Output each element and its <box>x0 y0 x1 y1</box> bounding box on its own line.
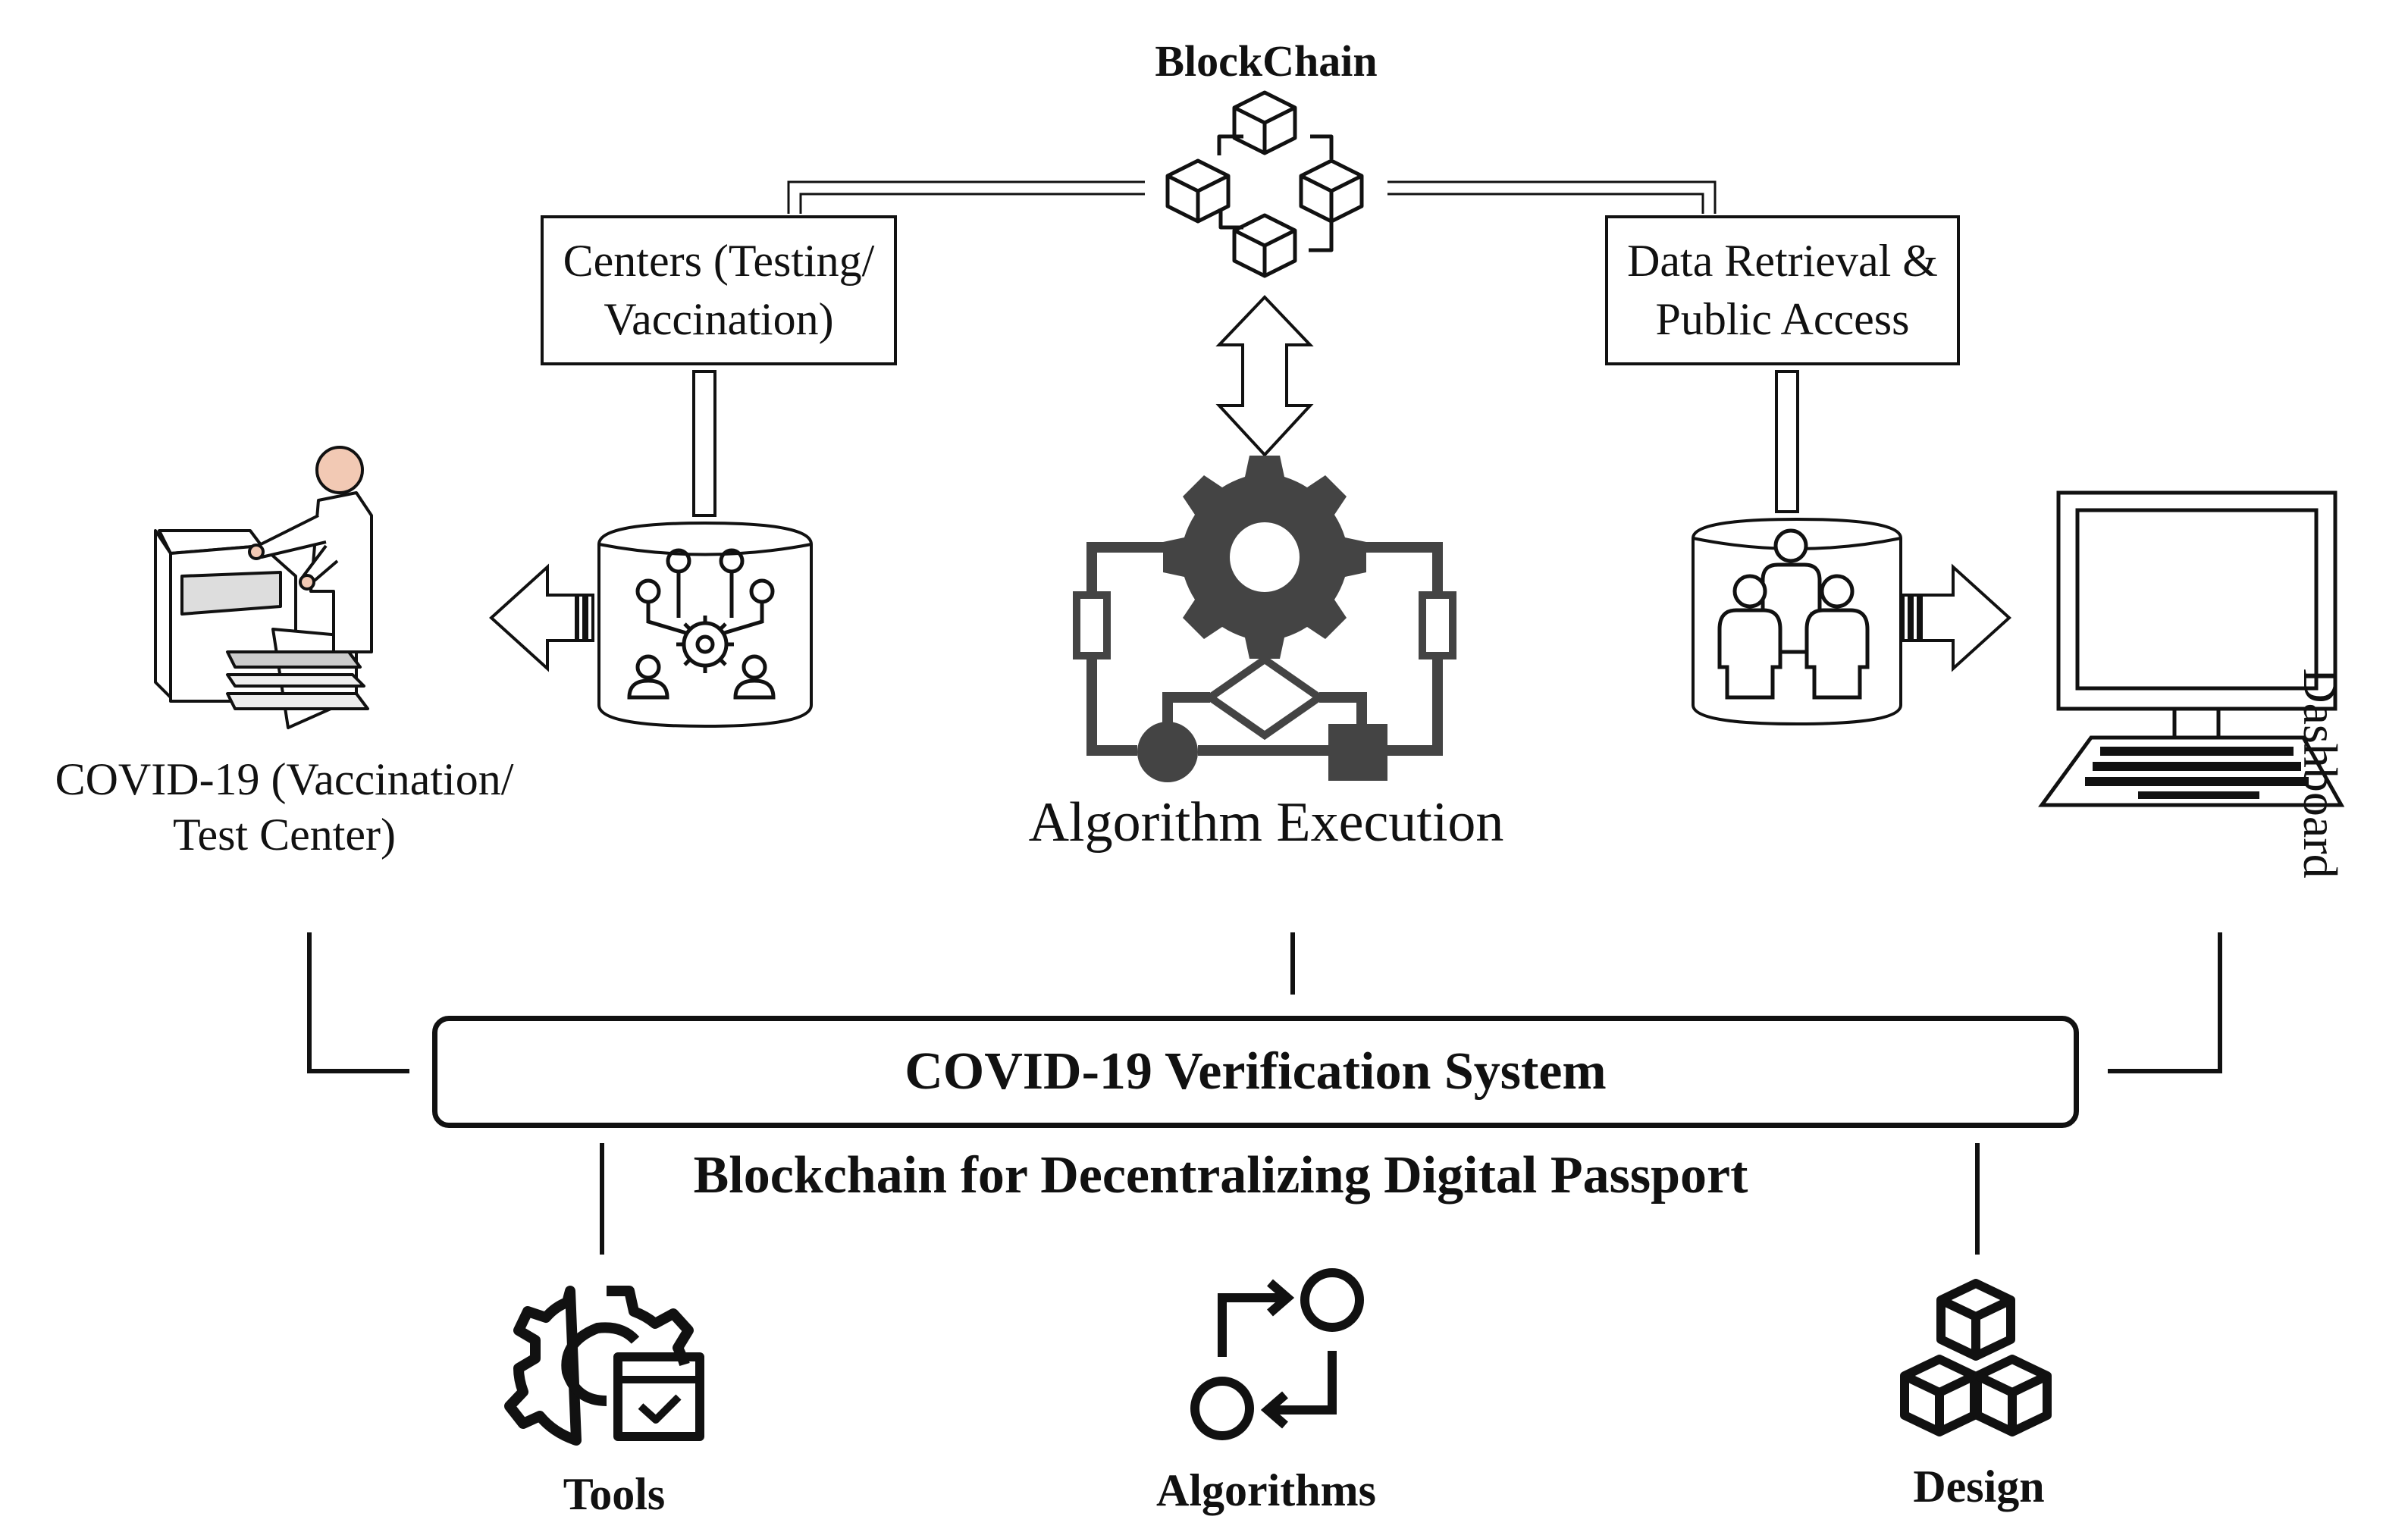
dashboard-label: Dashboard <box>2294 668 2347 879</box>
computer-monitor-icon <box>2038 490 2345 807</box>
centers-line1: Centers (Testing/ <box>563 236 875 287</box>
retrieval-line2: Public Access <box>1655 294 1910 344</box>
system-subtitle: Blockchain for Decentralizing Digital Pa… <box>693 1146 1748 1205</box>
test-center-label: COVID-19 (Vaccination/ Test Center) <box>15 752 553 863</box>
blockchain-title: BlockChain <box>1155 36 1378 86</box>
gear-calendar-check-icon <box>504 1286 704 1446</box>
left-arrow <box>489 563 594 672</box>
centers-line2: Vaccination) <box>604 294 834 344</box>
blockchain-cubes-icon <box>1165 90 1364 278</box>
design-label: Design <box>1913 1462 2045 1512</box>
gear-flowchart-icon <box>1073 456 1456 782</box>
algorithms-label: Algorithms <box>1156 1465 1376 1515</box>
stacked-cubes-icon <box>1900 1279 2052 1436</box>
retrieval-box: Data Retrieval & Public Access <box>1605 215 1960 365</box>
blockchain-connectors <box>787 180 1717 214</box>
retrieval-line1: Data Retrieval & <box>1627 236 1938 287</box>
test-center-line1: COVID-19 (Vaccination/ <box>55 754 514 804</box>
test-center-line2: Test Center) <box>172 810 397 860</box>
algorithm-execution-label: Algorithm Execution <box>1028 791 1504 854</box>
system-connectors <box>307 932 2222 1255</box>
vertical-connectors <box>692 370 1799 517</box>
right-arrow <box>1902 563 2011 672</box>
swap-arrows-circles-icon <box>1190 1268 1364 1440</box>
tools-label: Tools <box>563 1469 666 1519</box>
centers-box: Centers (Testing/ Vaccination) <box>541 215 897 365</box>
network-gear-people-icon <box>597 521 813 728</box>
retrieval-box-text: Data Retrieval & Public Access <box>1627 232 1938 349</box>
group-people-icon <box>1692 517 1902 726</box>
verification-system-title: COVID-19 Verification System <box>905 1042 1607 1101</box>
operator-at-machine-icon <box>154 446 373 729</box>
centers-box-text: Centers (Testing/ Vaccination) <box>563 232 875 349</box>
verification-system-box: COVID-19 Verification System <box>432 1016 2079 1128</box>
bidirectional-arrow <box>1215 295 1314 457</box>
